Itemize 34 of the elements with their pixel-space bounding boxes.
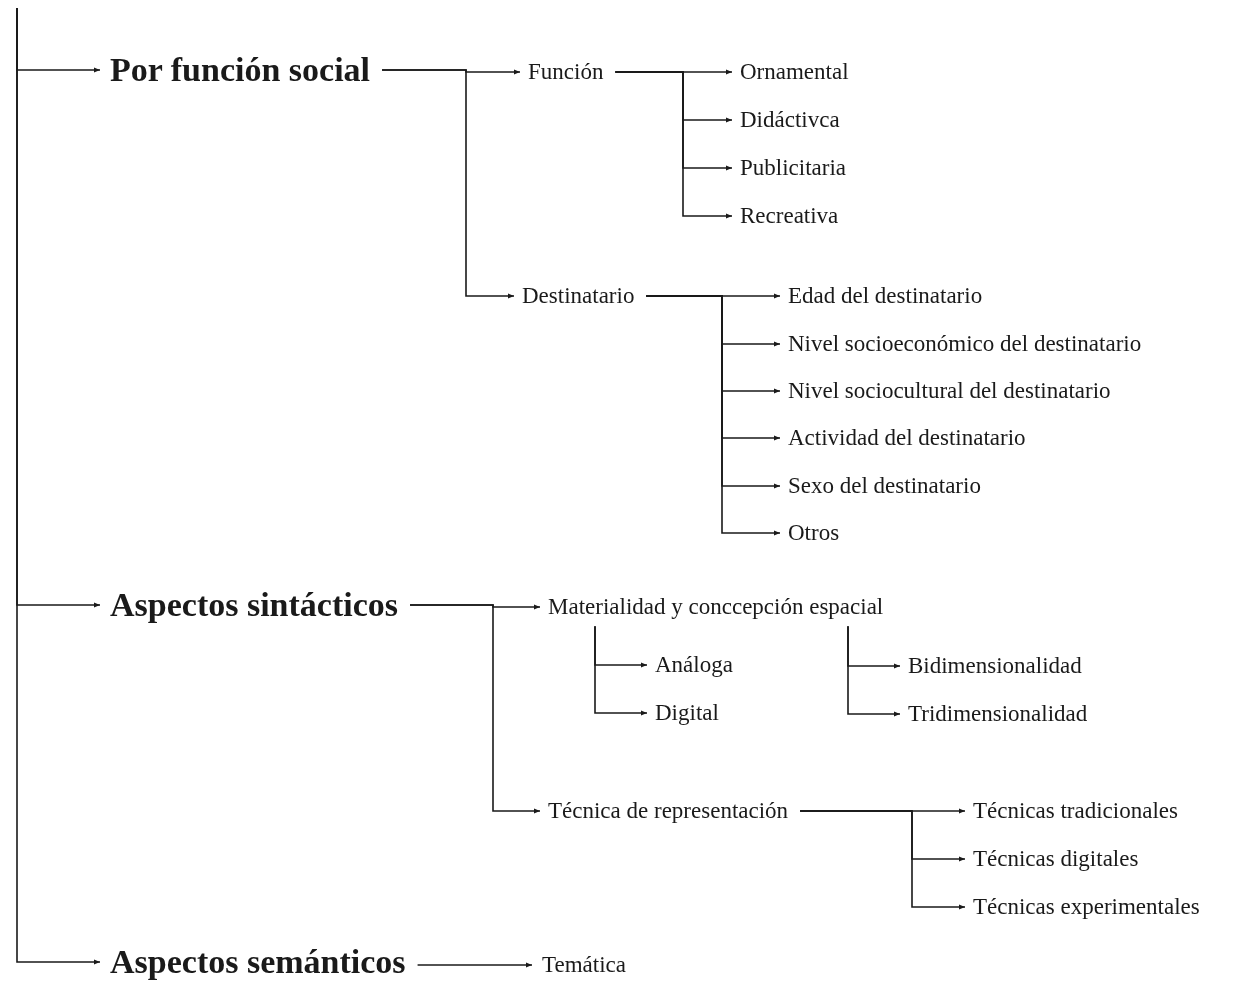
category-label: Análoga	[655, 651, 733, 679]
category-label: Técnicas tradicionales	[973, 797, 1178, 825]
category-label: Técnicas experimentales	[973, 893, 1200, 921]
category-label: Técnica de representación	[548, 797, 789, 825]
category-label: Nivel sociocultural del destinatario	[788, 377, 1111, 405]
category-heading: Aspectos sintácticos	[110, 585, 399, 625]
arrow	[847, 625, 901, 717]
category-label: Otros	[788, 519, 840, 547]
category-label: Edad del destinatario	[788, 282, 983, 310]
category-label: Actividad del destinatario	[788, 424, 1026, 452]
category-heading: Por función social	[110, 50, 371, 90]
arrow	[381, 69, 515, 299]
category-label: Publicitaria	[740, 154, 847, 182]
arrow	[614, 71, 733, 219]
category-label: Digital	[655, 699, 719, 727]
arrow	[16, 7, 101, 965]
category-label: Tridimensionalidad	[908, 700, 1088, 728]
category-label: Recreativa	[740, 202, 839, 230]
category-label: Bidimensionalidad	[908, 652, 1082, 680]
category-heading: Aspectos semánticos	[110, 942, 406, 982]
category-label: Temática	[542, 951, 626, 979]
category-label: Destinatario	[522, 282, 635, 310]
category-label: Materialidad y conccepción espacial	[548, 593, 884, 621]
category-label: Ornamental	[740, 58, 849, 86]
arrow	[645, 295, 781, 536]
category-label: Didáctivca	[740, 106, 840, 134]
arrow	[594, 625, 648, 716]
category-label: Nivel socioeconómico del destinatario	[788, 330, 1142, 358]
category-label: Técnicas digitales	[973, 845, 1139, 873]
arrow	[409, 604, 541, 814]
category-label: Sexo del destinatario	[788, 472, 981, 500]
category-label: Función	[528, 58, 604, 86]
arrow	[416, 962, 533, 968]
arrow	[799, 810, 966, 910]
